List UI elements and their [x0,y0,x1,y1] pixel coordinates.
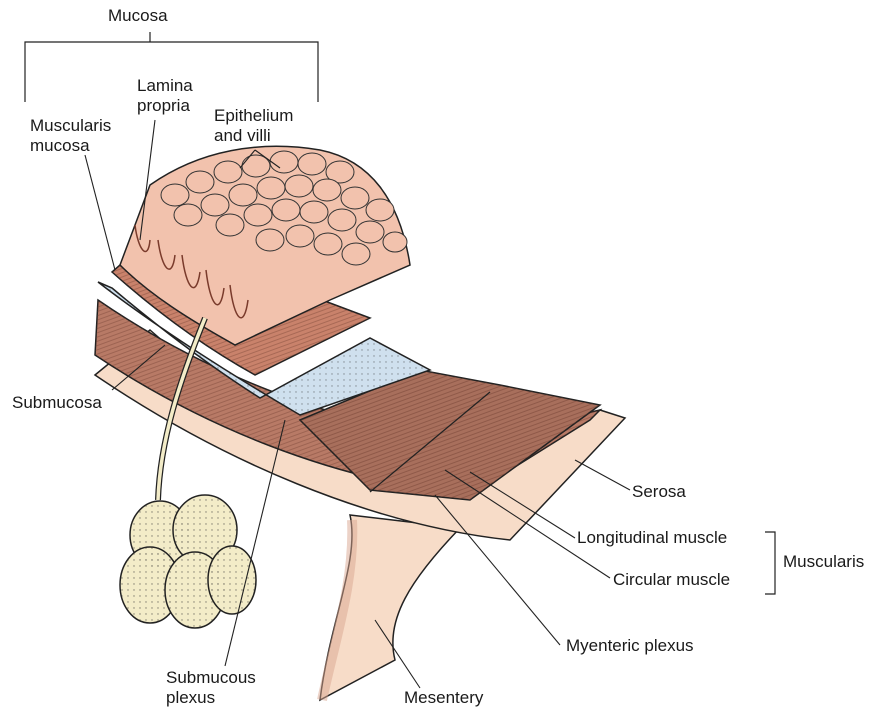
muscularis-mucosa-label: Muscularis mucosa [30,116,111,156]
epithelium-villi-label: Epithelium and villi [214,106,293,146]
serosa-label: Serosa [632,482,686,502]
mucosa-label: Mucosa [108,6,168,26]
circular-muscle-label: Circular muscle [613,570,730,590]
lamina-propria-label: Lamina propria [137,76,193,116]
muscularis-bracket [765,532,775,594]
submucosa-label: Submucosa [12,393,102,413]
mesentery-label: Mesentery [404,688,483,708]
submucous-plexus-label: Submucous plexus [166,668,256,708]
longitudinal-muscle-label: Longitudinal muscle [577,528,727,548]
myenteric-plexus-label: Myenteric plexus [566,636,694,656]
muscularis-label: Muscularis [783,552,864,572]
